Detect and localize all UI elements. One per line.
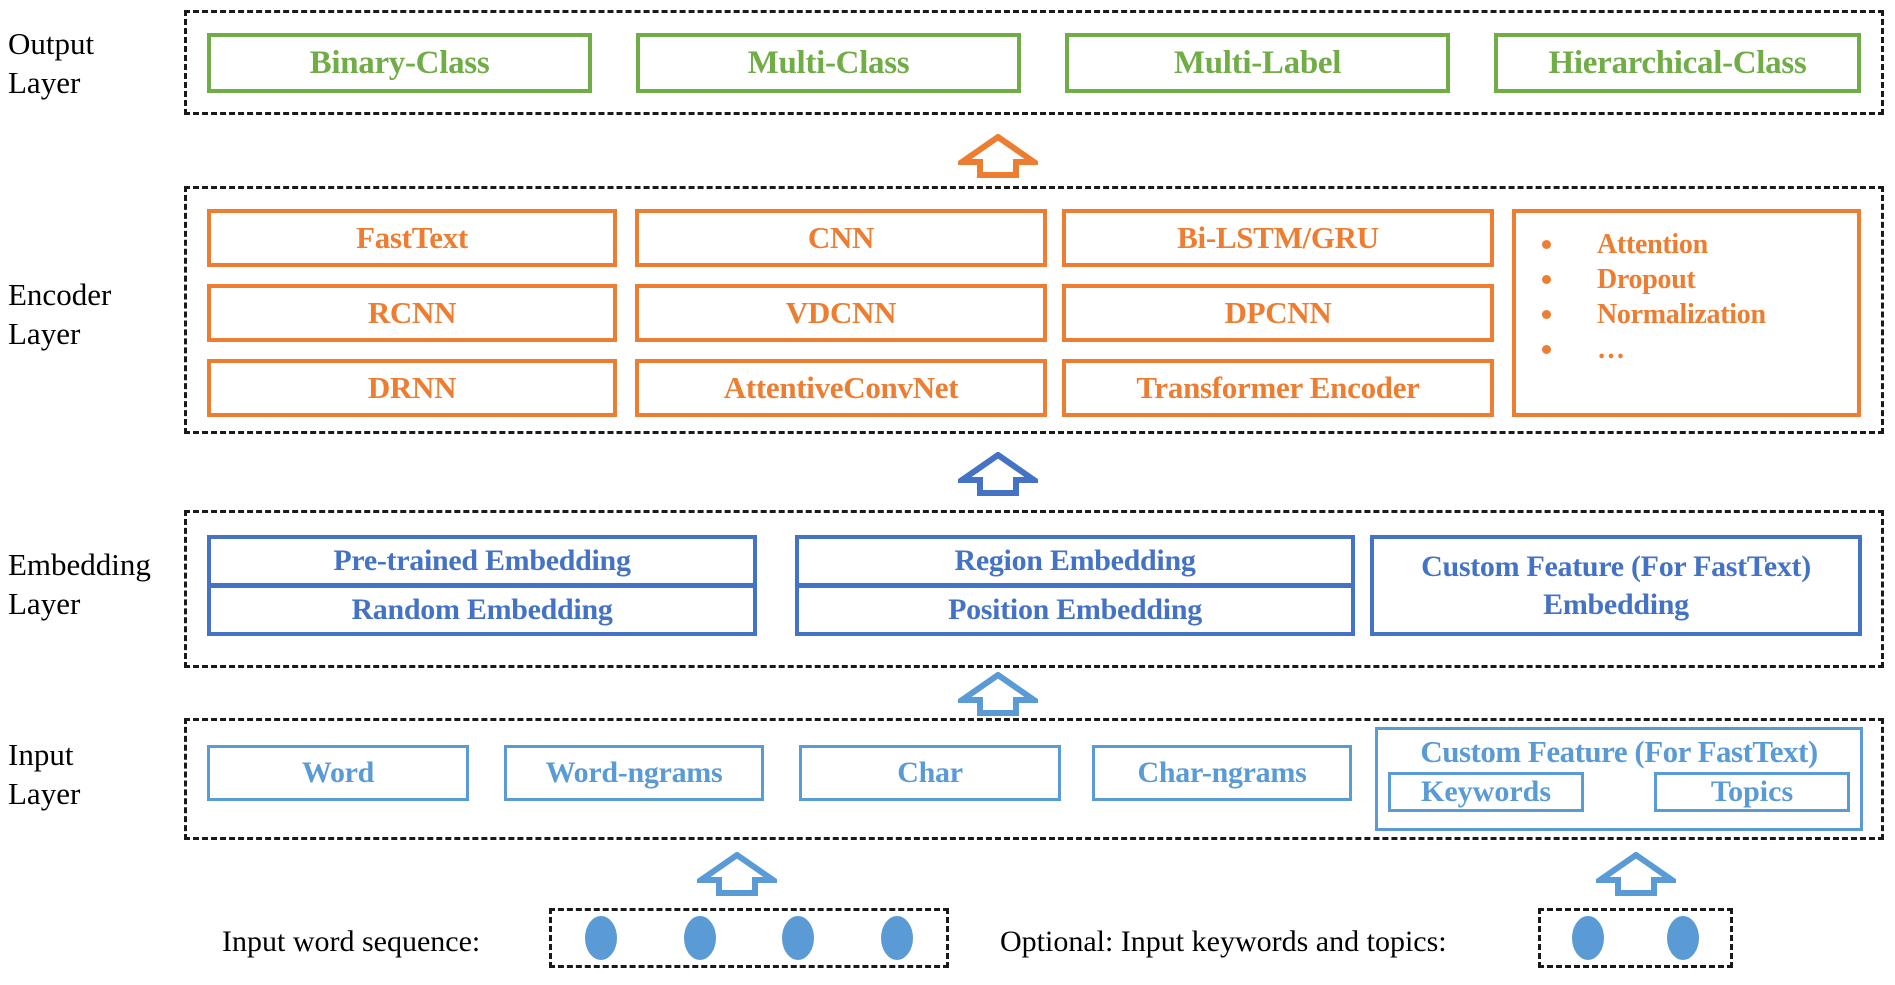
encoder-extra-label: Normalization (1597, 298, 1766, 330)
input-word-sequence-tokens[interactable] (549, 908, 949, 968)
output-box-binary-class[interactable]: Binary-Class (207, 33, 592, 93)
embedding-box-position[interactable]: Position Embedding (795, 584, 1355, 636)
encoder-box-attentiveconvnet[interactable]: AttentiveConvNet (635, 359, 1047, 417)
input-keywords-topics-tokens[interactable] (1538, 908, 1733, 968)
list-item: Dropout (1542, 262, 1857, 297)
token-dot-icon (585, 916, 618, 960)
token-dot-icon (683, 916, 716, 960)
arrow-encoder-to-output (958, 134, 1038, 178)
embedding-box-region[interactable]: Region Embedding (795, 535, 1355, 587)
input-box-word[interactable]: Word (207, 745, 469, 801)
token-dot-icon (782, 916, 815, 960)
arrow-sequence-to-input (697, 852, 777, 896)
encoder-box-fasttext[interactable]: FastText (207, 209, 617, 267)
output-box-hierarchical-class[interactable]: Hierarchical-Class (1494, 33, 1861, 93)
encoder-extra-label: … (1597, 333, 1625, 365)
encoder-box-rcnn[interactable]: RCNN (207, 284, 617, 342)
token-dot-icon (880, 916, 913, 960)
output-box-multi-class[interactable]: Multi-Class (636, 33, 1021, 93)
list-item: Attention (1542, 227, 1857, 262)
layer-label-output: Output Layer (8, 26, 95, 100)
encoder-extra-label: Attention (1597, 228, 1708, 260)
encoder-box-vdcnn[interactable]: VDCNN (635, 284, 1047, 342)
encoder-extra-label: Dropout (1597, 263, 1696, 295)
embedding-box-pre-trained[interactable]: Pre-trained Embedding (207, 535, 757, 587)
encoder-extras-list: Attention Dropout Normalization … (1512, 209, 1861, 417)
list-item: … (1542, 332, 1857, 367)
input-box-char-ngrams[interactable]: Char-ngrams (1092, 745, 1352, 801)
token-dot-icon (1666, 916, 1699, 960)
input-custom-feature-topics[interactable]: Topics (1654, 772, 1850, 812)
input-layer-container (184, 718, 1884, 840)
input-custom-feature-group[interactable]: Custom Feature (For FastText) Keywords T… (1375, 727, 1863, 831)
bullet-dot-icon (1542, 310, 1551, 319)
encoder-layer-container (184, 186, 1884, 434)
input-custom-feature-title: Custom Feature (For FastText) (1420, 734, 1818, 769)
bullet-dot-icon (1542, 275, 1551, 284)
encoder-box-dpcnn[interactable]: DPCNN (1062, 284, 1494, 342)
layer-label-encoder: Encoder Layer (8, 277, 112, 351)
bullet-dot-icon (1542, 240, 1551, 249)
arrow-input-to-embedding (958, 672, 1038, 716)
layer-label-input: Input Layer (8, 737, 81, 811)
token-dot-icon (1572, 916, 1605, 960)
bullet-dot-icon (1542, 345, 1551, 354)
layer-label-embedding: Embedding Layer (8, 547, 151, 621)
encoder-box-cnn[interactable]: CNN (635, 209, 1047, 267)
input-box-word-ngrams[interactable]: Word-ngrams (504, 745, 764, 801)
embedding-layer-container (184, 510, 1884, 668)
list-item: Normalization (1542, 297, 1857, 332)
output-box-multi-label[interactable]: Multi-Label (1065, 33, 1450, 93)
embedding-box-random[interactable]: Random Embedding (207, 584, 757, 636)
embedding-box-custom-feature[interactable]: Custom Feature (For FastText) Embedding (1370, 535, 1862, 636)
arrow-embedding-to-encoder (958, 452, 1038, 496)
input-word-sequence-label: Input word sequence: (222, 925, 481, 958)
encoder-box-transformer-encoder[interactable]: Transformer Encoder (1062, 359, 1494, 417)
input-box-char[interactable]: Char (799, 745, 1061, 801)
input-keywords-topics-label: Optional: Input keywords and topics: (1000, 925, 1447, 958)
arrow-keywords-to-input (1596, 852, 1676, 896)
output-layer-container (184, 10, 1884, 115)
encoder-box-drnn[interactable]: DRNN (207, 359, 617, 417)
encoder-box-bilstm-gru[interactable]: Bi-LSTM/GRU (1062, 209, 1494, 267)
input-custom-feature-keywords[interactable]: Keywords (1388, 772, 1584, 812)
